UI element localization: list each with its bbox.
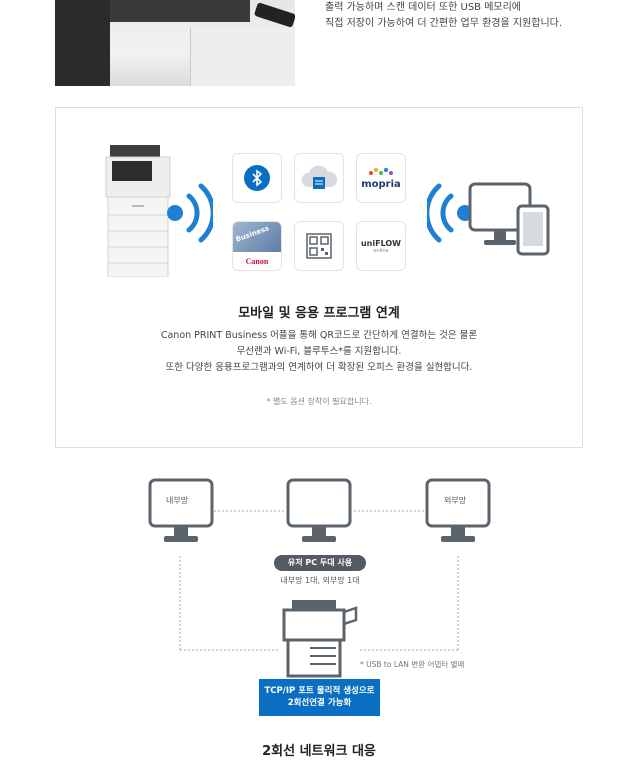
monitor-icon-internal [148,478,214,542]
monitor-tablet-icon [468,182,550,256]
usb-feature-line-1: 출력 가능하며 스캔 데이터 또한 USB 메모리에 [325,2,521,13]
user-pc-subtext: 내부망 1대, 외부망 1대 [280,576,360,585]
printer-usb-photo [55,0,295,86]
uniflow-label: uniFLOW [360,238,402,248]
external-network-label: 외부망 [444,496,467,505]
tcp-line-2: 2회선연결 가능화 [287,698,352,708]
option-note: * 별도 옵션 장착이 필요합니다. [266,397,372,406]
usb-feature-line-2: 직접 저장이 가능하여 더 간편한 업무 환경을 지원합니다. [325,18,563,29]
usb-memory-icon [253,2,295,28]
network-section-title: 2회선 네트워크 대응 [262,744,376,759]
usb-lan-note: * USB to LAN 변환 어댑터 별매 [360,660,465,669]
multifunction-printer-icon [282,600,358,678]
monitor-icon-external [425,478,491,542]
app-icon-grid: mopria Business Canon uniFLOW online [232,153,410,273]
mobile-desc-line-2: 무선랜과 Wi-Fi, 블루투스*를 지원합니다. [236,346,402,357]
monitor-icon-user [286,478,352,542]
bluetooth-icon [232,153,282,203]
mobile-section-title: 모바일 및 응용 프로그램 연계 [238,306,400,321]
wifi-icon [167,183,213,243]
mopria-label: mopria [361,178,401,190]
wifi-icon [427,183,473,243]
tcp-line-1: TCP/IP 포트 물리적 생성으로 [264,686,375,696]
mobile-desc-line-3: 또한 다양한 응용프로그램과의 연계하여 더 확장된 오피스 환경을 실현합니다… [165,362,473,373]
tcp-ip-highlight-box: TCP/IP 포트 물리적 생성으로 2회선연결 가능화 [259,679,380,716]
user-pc-pill: 유저 PC 두대 사용 [274,555,366,571]
business-label: Business [234,224,271,244]
canon-business-app-icon: Business Canon [232,221,282,271]
multifunction-printer-icon [105,145,171,277]
uniflow-logo: uniFLOW online [356,221,406,271]
qr-code-icon [294,221,344,271]
cloud-print-icon [294,153,344,203]
mopria-logo: mopria [356,153,406,203]
internal-network-label: 내부망 [166,496,189,505]
canon-label: Canon [245,257,269,266]
uniflow-sub-label: online [373,247,389,254]
dual-network-diagram [148,478,491,678]
mobile-section-description: Canon PRINT Business 어플을 통해 QR코드로 간단하게 연… [55,328,583,376]
mobile-desc-line-1: Canon PRINT Business 어플을 통해 QR코드로 간단하게 연… [160,330,478,341]
usb-feature-text: 출력 가능하며 스캔 데이터 또한 USB 메모리에 직접 저장이 가능하여 더… [325,0,625,32]
